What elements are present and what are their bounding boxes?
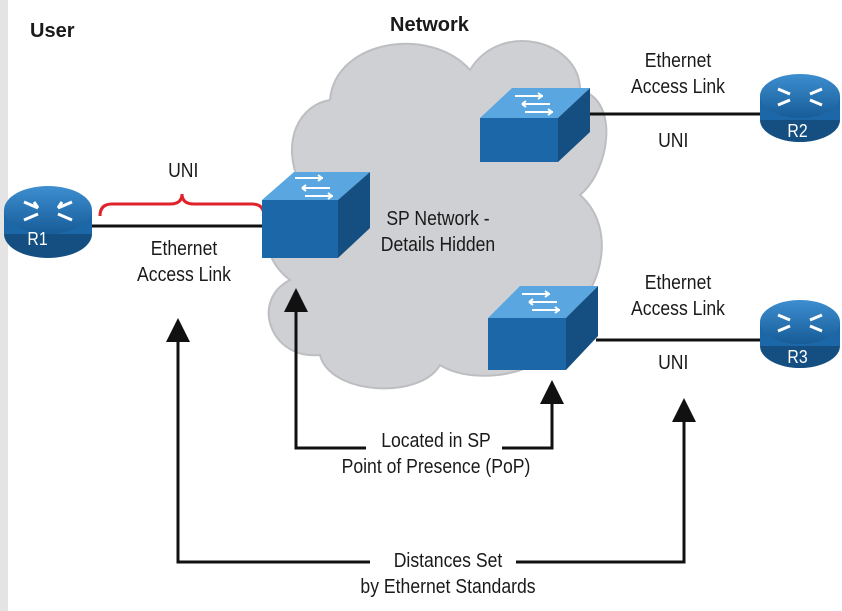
r2-access-link-label: Ethernet Access Link (625, 48, 731, 100)
r3-access-link-label: Ethernet Access Link (625, 270, 731, 322)
pop-label: Located in SP Point of Presence (PoP) (330, 428, 541, 480)
cloud-label-line2: Details Hidden (380, 234, 496, 256)
r2-access-link-line2: Access Link (631, 76, 725, 98)
pop-arrow-left (284, 288, 366, 450)
r2-access-link-line1: Ethernet (644, 50, 712, 72)
left-edge-bar (0, 0, 8, 611)
cloud-label: SP Network - Details Hidden (376, 206, 499, 258)
distance-arrow-right (516, 398, 696, 564)
switch-icon (488, 286, 598, 370)
cloud-label-line1: SP Network - (386, 208, 490, 230)
switch-icon (262, 172, 370, 258)
router-label-r3: R3 (787, 347, 808, 367)
router-icon (760, 74, 840, 142)
uni-brace (98, 193, 266, 217)
distances-label-line2: by Ethernet Standards (360, 576, 536, 598)
router-icon (4, 186, 92, 258)
left-access-link-label: Ethernet Access Link (131, 236, 237, 288)
distances-label-line1: Distances Set (393, 550, 503, 572)
r3-access-link-line2: Access Link (631, 298, 725, 320)
switch-icon (480, 88, 590, 162)
router-label-r2: R2 (787, 121, 808, 141)
left-access-link-line2: Access Link (137, 264, 231, 286)
left-access-link-line1: Ethernet (150, 238, 218, 260)
uni-label-r3: UNI (658, 352, 689, 374)
user-header: User (30, 20, 75, 42)
pop-label-line2: Point of Presence (PoP) (341, 456, 531, 478)
uni-label-left: UNI (168, 160, 199, 182)
pop-arrow-right (502, 380, 564, 450)
r3-access-link-line1: Ethernet (644, 272, 712, 294)
router-icon (760, 300, 840, 368)
uni-label-r2: UNI (658, 130, 689, 152)
network-header: Network (390, 14, 469, 36)
router-label-r1: R1 (27, 229, 48, 249)
pop-label-line1: Located in SP (381, 430, 491, 452)
distance-arrow-left (166, 318, 370, 564)
distances-label: Distances Set by Ethernet Standards (342, 548, 553, 600)
